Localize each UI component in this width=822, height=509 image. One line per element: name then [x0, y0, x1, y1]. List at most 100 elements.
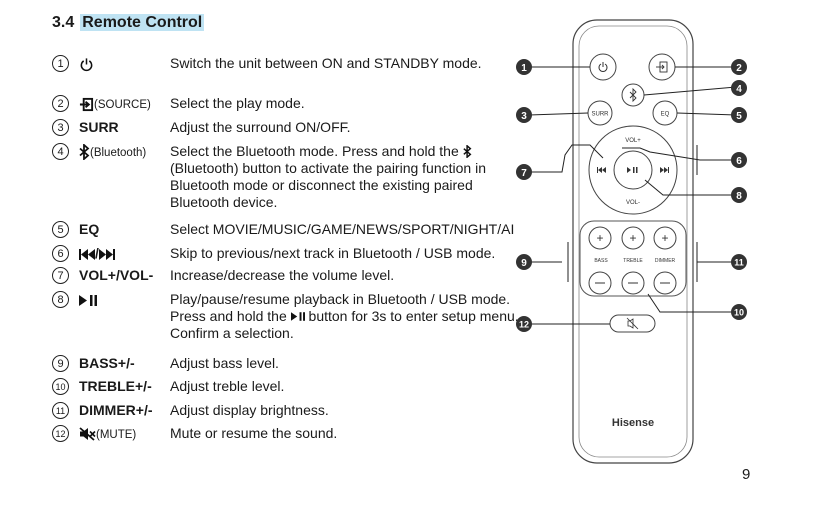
- row-key: /: [95, 245, 99, 261]
- eq-label: EQ: [661, 112, 670, 118]
- callout-number: 11: [52, 402, 69, 419]
- callout-number: 12: [52, 425, 69, 442]
- treble-label: TREBLE: [623, 258, 643, 264]
- remote-body-inner: [578, 25, 688, 458]
- callout-badge: 5: [731, 107, 747, 123]
- dimmer-minus-button: [653, 271, 677, 295]
- treble-minus-button: [621, 271, 645, 295]
- brand-logo: Hisense: [612, 417, 654, 429]
- svg-text:5: 5: [736, 111, 742, 122]
- page-number: 9: [742, 466, 751, 483]
- callout-badge: 2: [731, 59, 747, 75]
- callout-badge: 3: [516, 107, 532, 123]
- svg-text:3: 3: [521, 111, 527, 122]
- bass-minus-button: [588, 271, 612, 295]
- row-key-sub: (MUTE): [96, 429, 137, 441]
- dimmer-label: DIMMER: [655, 258, 676, 264]
- bass-label: BASS: [594, 258, 608, 264]
- svg-text:+: +: [661, 231, 668, 245]
- mute-icon: [79, 427, 96, 441]
- svg-text:11: 11: [734, 258, 744, 268]
- row-key: TREBLE+/-: [79, 378, 152, 394]
- callout-badge: 7: [516, 164, 532, 180]
- row-key: DIMMER+/-: [79, 402, 153, 418]
- vol-plus-label: VOL+: [625, 138, 641, 144]
- bluetooth-icon: [79, 143, 90, 162]
- callout-number: 10: [52, 378, 69, 395]
- section-number: 3.4: [52, 14, 75, 31]
- row-description-part: (Bluetooth) button to activate the pairi…: [170, 160, 486, 210]
- callout-number: 2: [52, 95, 69, 112]
- row-description: Increase/decrease the volume level.: [170, 267, 395, 283]
- svg-text:4: 4: [736, 84, 742, 95]
- row-description: Select MOVIE/MUSIC/GAME/NEWS/SPORT/NIGHT…: [170, 221, 515, 237]
- mute-icon: [626, 317, 639, 330]
- play-pause-icon: [290, 312, 305, 321]
- row-description: Switch the unit between ON and STANDBY m…: [170, 55, 482, 71]
- row-key: SURR: [79, 119, 119, 135]
- svg-text:1: 1: [521, 63, 527, 74]
- dimmer-plus-button: +: [653, 226, 677, 250]
- previous-track-icon: [597, 167, 606, 173]
- svg-text:+: +: [596, 231, 603, 245]
- row-description: Adjust bass level.: [170, 355, 279, 371]
- callout-number: 3: [52, 119, 69, 136]
- section-heading: 3.4 Remote Control: [52, 14, 205, 32]
- callout-number: 1: [52, 55, 69, 72]
- row-description: Play/pause/resume playback in Bluetooth …: [170, 291, 530, 342]
- row-key: EQ: [79, 221, 100, 237]
- treble-plus-button: +: [621, 226, 645, 250]
- row-key: VOL+/VOL-: [79, 267, 154, 283]
- row-key-sub: (Bluetooth): [90, 147, 147, 159]
- row-key: BASS+/-: [79, 355, 135, 371]
- row-description: Mute or resume the sound.: [170, 425, 338, 441]
- row-description: Adjust treble level.: [170, 378, 285, 394]
- callout-number: 9: [52, 355, 69, 372]
- tone-panel: [579, 220, 687, 297]
- callout-badge: 8: [731, 187, 747, 203]
- callout-number: 8: [52, 291, 69, 308]
- source-icon: [79, 97, 94, 111]
- svg-text:2: 2: [736, 63, 742, 74]
- play-pause-icon: [79, 294, 97, 306]
- callout-badge: 4: [731, 80, 747, 96]
- svg-text:9: 9: [521, 258, 527, 269]
- row-description: Skip to previous/next track in Bluetooth…: [170, 245, 496, 261]
- power-icon: [80, 58, 93, 71]
- svg-text:+: +: [629, 231, 636, 245]
- surr-label: SURR: [591, 112, 609, 118]
- bass-plus-button: +: [588, 226, 612, 250]
- row-description: Select the Bluetooth mode. Press and hol…: [170, 143, 520, 211]
- callout-number: 7: [52, 267, 69, 284]
- next-track-icon: [660, 167, 669, 173]
- callout-badge: 11: [731, 254, 747, 270]
- svg-text:10: 10: [734, 308, 744, 318]
- row-description-part: button for 3s to enter setup menu. Confi…: [170, 308, 519, 341]
- callout-number: 4: [52, 143, 69, 160]
- svg-text:12: 12: [519, 320, 529, 330]
- row-description: Adjust the surround ON/OFF.: [170, 119, 351, 135]
- source-icon: [656, 61, 668, 73]
- callout-number: 6: [52, 245, 69, 262]
- previous-track-icon: [79, 248, 95, 260]
- row-key-sub: (SOURCE): [94, 99, 151, 111]
- callout-badge: 9: [516, 254, 532, 270]
- callout-badge: 10: [731, 304, 747, 320]
- power-icon: [598, 62, 608, 72]
- vol-minus-label: VOL-: [626, 200, 640, 206]
- row-description: Select the play mode.: [170, 95, 305, 111]
- callout-badge: 1: [516, 59, 532, 75]
- callout-number: 5: [52, 221, 69, 238]
- bluetooth-icon: [629, 87, 637, 103]
- next-track-icon: [98, 248, 115, 260]
- row-description: Adjust display brightness.: [170, 402, 329, 418]
- row-description-part: Select the Bluetooth mode. Press and hol…: [170, 143, 463, 159]
- svg-text:8: 8: [736, 191, 742, 202]
- section-title: Remote Control: [80, 14, 205, 31]
- svg-text:7: 7: [521, 168, 527, 179]
- play-pause-icon: [627, 167, 638, 173]
- svg-text:6: 6: [736, 156, 742, 167]
- callout-badge: 12: [516, 316, 532, 332]
- bluetooth-icon: [463, 144, 472, 159]
